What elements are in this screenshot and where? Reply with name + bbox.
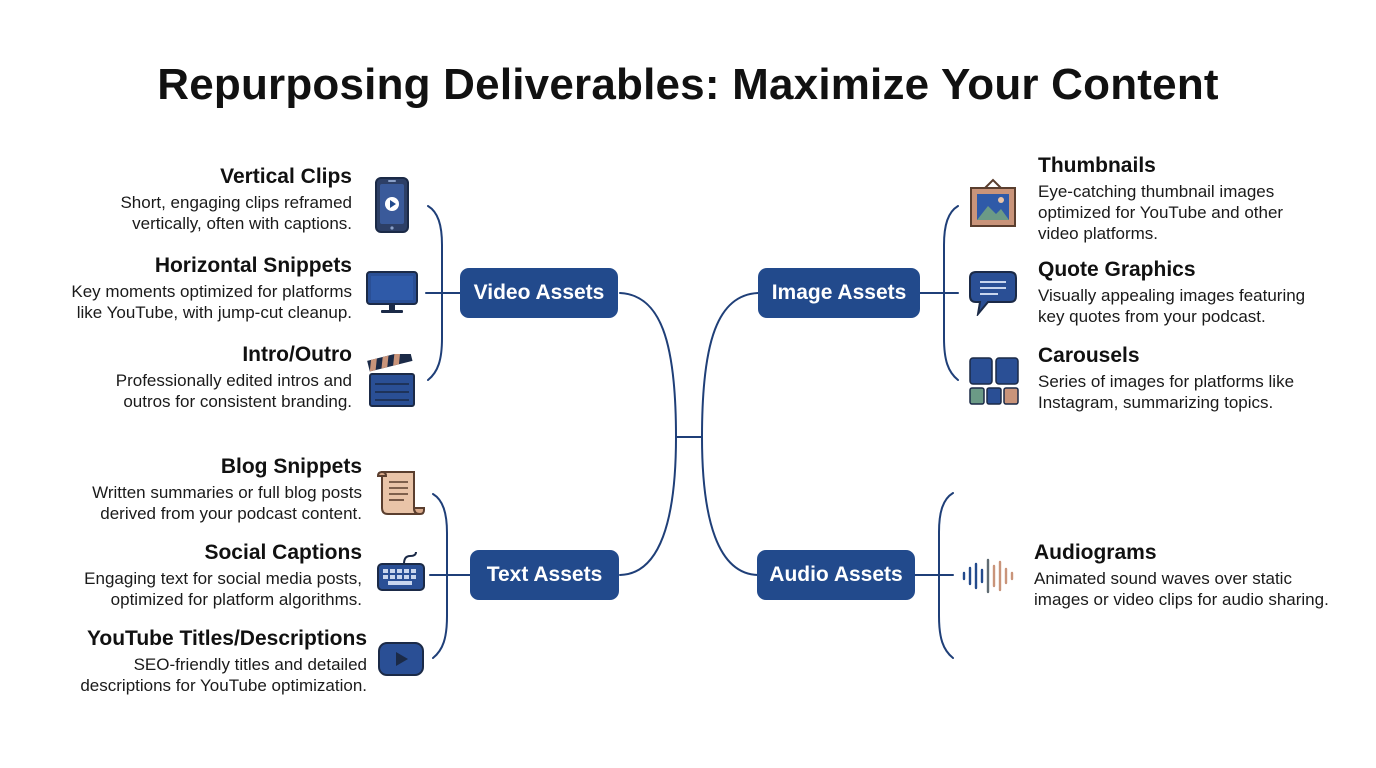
image-bracket: [943, 205, 959, 381]
video-item-intro-outro: Intro/Outro Professionally edited intros…: [12, 342, 352, 412]
connector-image-hub: [701, 292, 759, 438]
item-description: Engaging text for social media posts,opt…: [84, 569, 362, 609]
keyboard-icon: [377, 552, 425, 591]
carousel-grid-icon: [969, 357, 1019, 405]
page-title: Repurposing Deliverables: Maximize Your …: [157, 60, 1219, 109]
audio-item-audiograms: Audiograms Animated sound waves over sta…: [1034, 540, 1364, 610]
item-title: Thumbnails: [1038, 154, 1156, 177]
framed-picture-icon: [970, 178, 1016, 227]
image-item-thumbnails: Thumbnails Eye-catching thumbnail images…: [1038, 153, 1358, 244]
video-item-horizontal-snippets: Horizontal Snippets Key moments optimize…: [12, 253, 352, 323]
video-bracket: [427, 205, 443, 381]
item-title: Blog Snippets: [220, 455, 362, 478]
item-title: Audiograms: [1034, 541, 1157, 564]
text-item-blog-snippets: Blog Snippets Written summaries or full …: [2, 454, 362, 524]
scroll-icon: [376, 470, 425, 516]
sound-wave-icon: [962, 558, 1014, 594]
item-title: Horizontal Snippets: [154, 254, 352, 277]
connector-text-hub: [619, 436, 677, 576]
smartphone-play-icon: [375, 177, 409, 233]
item-title: Quote Graphics: [1038, 258, 1196, 281]
text-item-social-captions: Social Captions Engaging text for social…: [2, 540, 362, 610]
image-item-carousels: Carousels Series of images for platforms…: [1038, 343, 1358, 413]
speech-bubble-icon: [969, 271, 1017, 316]
hub-video-assets: Video Assets: [460, 268, 618, 318]
clapperboard-icon: [367, 354, 415, 407]
image-item-quote-graphics: Quote Graphics Visually appealing images…: [1038, 257, 1358, 327]
video-item-vertical-clips: Vertical Clips Short, engaging clips ref…: [12, 164, 352, 234]
youtube-play-icon: [378, 642, 424, 676]
item-title: YouTube Titles/Descriptions: [86, 627, 367, 650]
text-item-youtube-titles: YouTube Titles/Descriptions SEO-friendly…: [7, 626, 367, 696]
monitor-icon: [366, 271, 418, 313]
item-title: Vertical Clips: [220, 165, 352, 188]
hub-text-assets: Text Assets: [470, 550, 619, 600]
connector-video-hub: [619, 292, 677, 438]
hub-audio-assets: Audio Assets: [757, 550, 915, 600]
hub-image-assets: Image Assets: [758, 268, 920, 318]
item-title: Social Captions: [204, 541, 362, 564]
connector-audio-hub: [701, 436, 759, 576]
item-title: Carousels: [1038, 344, 1140, 367]
item-title: Intro/Outro: [242, 343, 352, 366]
